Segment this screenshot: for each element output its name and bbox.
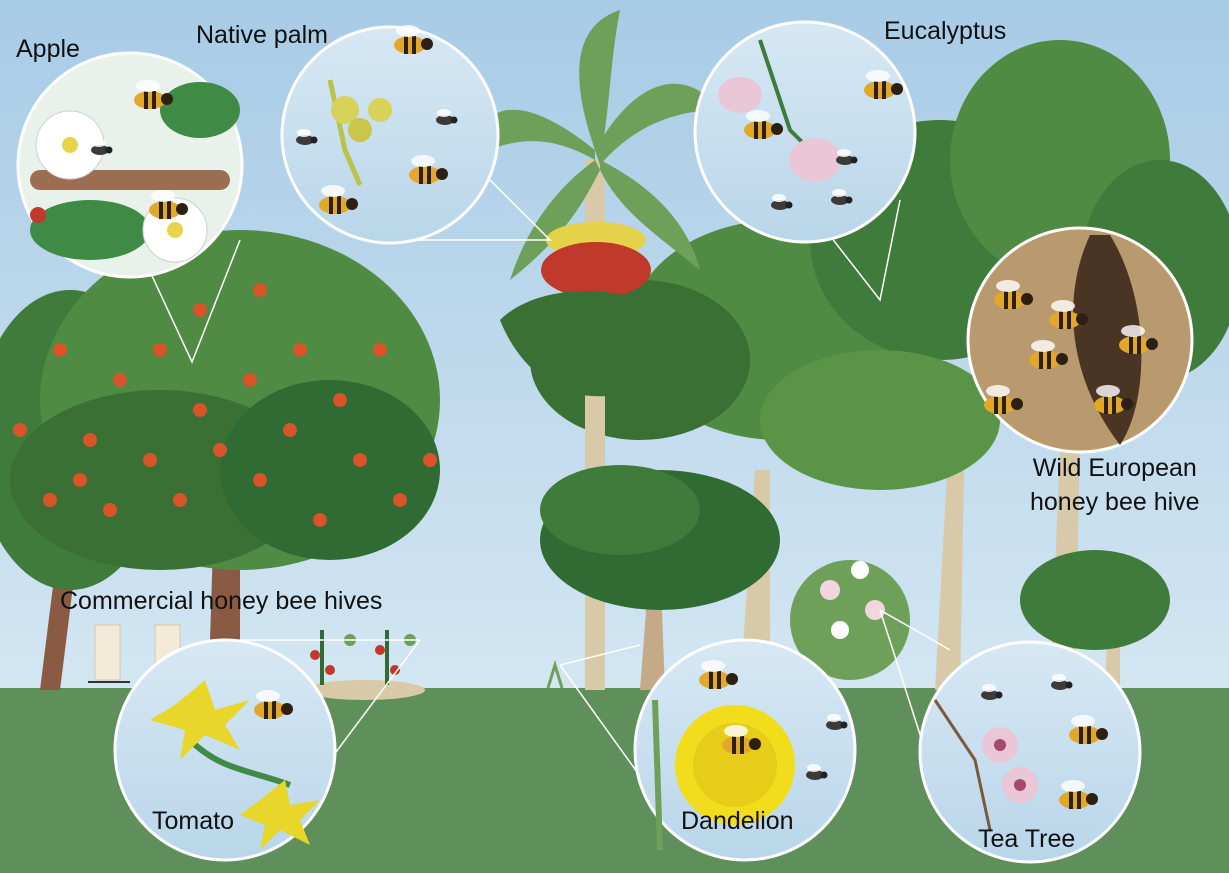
eucalyptus-label: Eucalyptus	[884, 18, 1006, 46]
native-palm-callout	[282, 25, 498, 243]
wild-hive-label-line2: honey bee hive	[1030, 489, 1200, 517]
apple-callout	[18, 53, 242, 277]
wild-hive-label-line1: Wild European	[1030, 455, 1200, 483]
dandelion-label: Dandelion	[681, 808, 794, 836]
commercial-hives-label: Commercial honey bee hives	[60, 588, 382, 616]
apple-label: Apple	[16, 36, 80, 64]
tea-tree-label: Tea Tree	[978, 826, 1075, 854]
eucalyptus-callout	[695, 22, 915, 242]
native-palm-label: Native palm	[196, 22, 328, 50]
wild-hive-callout	[968, 228, 1192, 452]
tomato-label: Tomato	[152, 808, 234, 836]
wild-hive-label: Wild European honey bee hive	[1030, 455, 1200, 516]
small-bush	[1020, 550, 1170, 650]
